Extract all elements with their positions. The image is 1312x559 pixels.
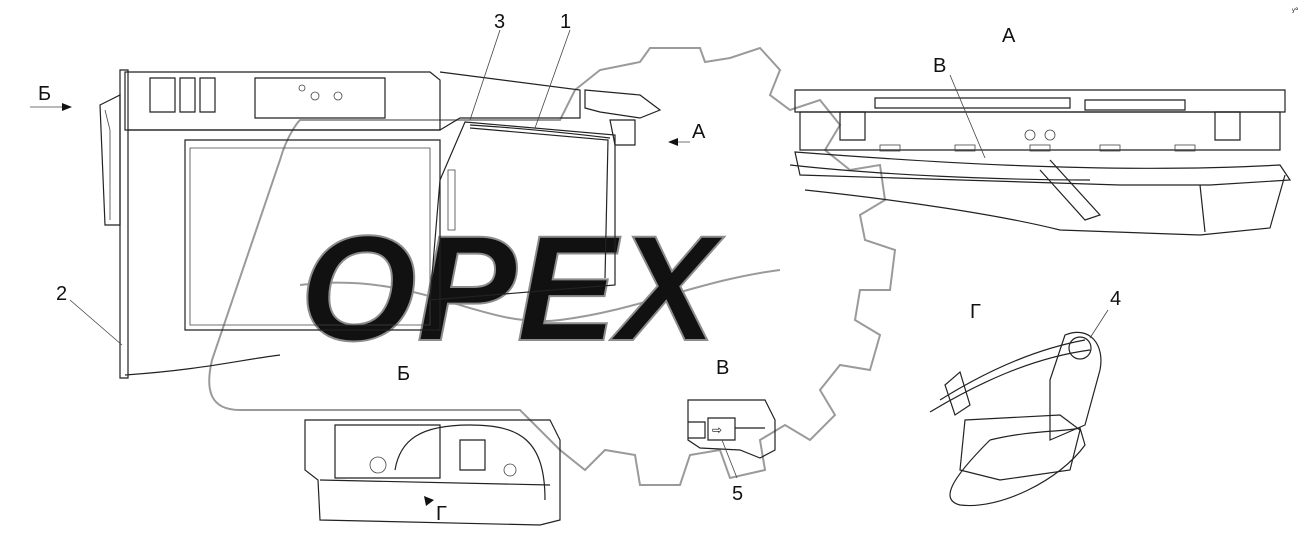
view-g [929, 331, 1102, 507]
view-b-title: Б [397, 363, 410, 385]
view-a [789, 89, 1292, 236]
callout-4: 4 [1110, 288, 1121, 310]
corner-mark: ʸ° [1291, 6, 1299, 16]
leader-lines [30, 29, 1109, 506]
watermark-swoosh [299, 269, 781, 323]
door-panel [429, 89, 662, 301]
callout-1: 1 [560, 11, 571, 33]
watermark: OPEX [208, 46, 897, 486]
arrow-b-head [62, 103, 72, 111]
view-b [304, 419, 561, 526]
cab-side-view [99, 69, 581, 379]
connector-arrow-icon: ⇨ [712, 423, 722, 437]
view-v: ⇨ [687, 399, 776, 459]
view-g-title: Г [970, 301, 981, 323]
watermark-text: OPEX [300, 204, 725, 372]
watermark-gear [208, 46, 897, 486]
callout-5: 5 [732, 483, 743, 505]
arrow-b-label: Б [38, 83, 51, 105]
arrow-a-head [668, 138, 678, 146]
view-a-title: A [1002, 25, 1016, 47]
callout-v-label: В [933, 55, 946, 77]
arrow-g-head [424, 496, 434, 506]
callout-g-label: Г [436, 503, 447, 525]
callout-2: 2 [56, 283, 67, 305]
view-v-title: В [716, 357, 729, 379]
arrow-a-label: A [692, 121, 706, 143]
callout-3: 3 [494, 11, 505, 33]
